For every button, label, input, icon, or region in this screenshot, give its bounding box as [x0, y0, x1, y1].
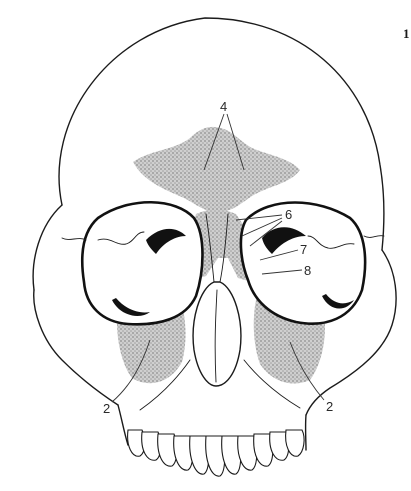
- nasal-septum: [215, 290, 217, 382]
- label-ethmoid-upper: 6: [285, 207, 292, 222]
- label-ethmoid-lower: 8: [304, 263, 311, 278]
- right-zygomatic-suture: [364, 236, 384, 238]
- label-ethmoid-middle: 7: [300, 242, 307, 257]
- label-maxillary-left: 2: [103, 401, 110, 416]
- left-orbit: [82, 202, 202, 324]
- frontal-sinus: [133, 127, 300, 212]
- corner-mark: 1: [403, 26, 410, 41]
- label-maxillary-right: 2: [326, 399, 333, 414]
- left-temple: [33, 205, 62, 290]
- label-frontal-sinus: 4: [220, 99, 227, 114]
- left-zygomatic-suture: [62, 238, 86, 240]
- upper-teeth: [128, 430, 304, 476]
